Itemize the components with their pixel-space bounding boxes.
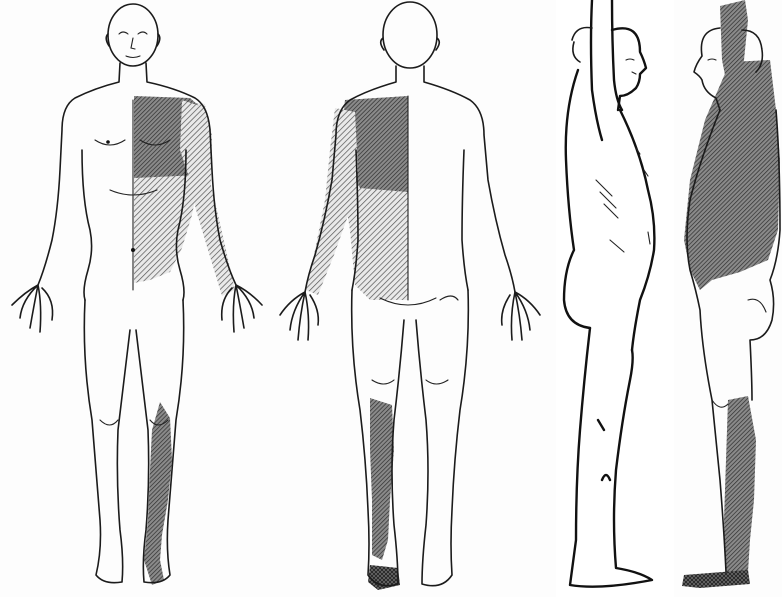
figure-front bbox=[12, 4, 262, 585]
figure-side-right bbox=[556, 0, 674, 597]
figure-back bbox=[280, 2, 540, 590]
back-shading-lower-leg-left bbox=[370, 398, 394, 560]
back-head bbox=[383, 2, 437, 68]
side-left-shading-foot bbox=[682, 570, 750, 588]
back-shading-arm-left bbox=[306, 108, 358, 295]
side-left-shading-lower-leg bbox=[724, 396, 756, 575]
side-left-shading-trunk bbox=[684, 60, 780, 290]
figure-side-left bbox=[682, 0, 780, 588]
back-legs-outline bbox=[352, 290, 469, 586]
side-left-head bbox=[694, 28, 720, 110]
front-head bbox=[108, 4, 158, 66]
